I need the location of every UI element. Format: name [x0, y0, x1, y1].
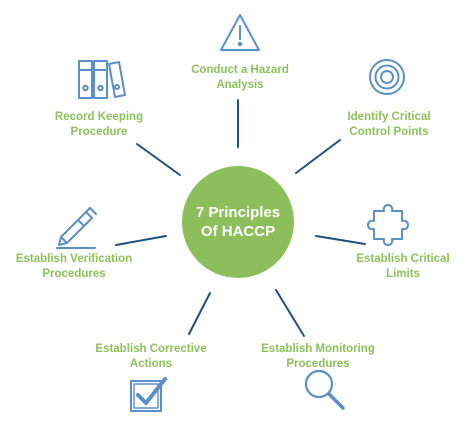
principle-label-ccp: Identify Critical Control Points	[347, 110, 430, 140]
principle-label-line: Conduct a Hazard	[191, 64, 289, 76]
principle-label-line: Limits	[386, 268, 420, 280]
connector-line-monitoring	[275, 289, 305, 337]
connector-line-record	[136, 143, 181, 176]
principle-label-line: Establish Corrective	[95, 343, 207, 355]
principle-label-monitoring: Establish Monitoring Procedures	[261, 342, 375, 372]
checkbox-icon	[130, 377, 167, 412]
center-circle: 7 Principles Of HACCP	[182, 166, 294, 278]
binders-icon	[78, 60, 126, 99]
principle-label-line: Procedure	[70, 126, 128, 138]
magnifier-icon	[304, 369, 345, 410]
principle-label-line: Record Keeping	[54, 111, 144, 123]
center-title-line1: 7 Principles	[195, 204, 281, 221]
principle-label-line: Establish Verification	[15, 253, 133, 265]
pen-icon	[56, 207, 97, 249]
connector-line-corrective	[188, 292, 211, 335]
principle-label-line: Establish Monitoring	[261, 343, 375, 355]
principle-label-hazard: Conduct a Hazard Analysis	[191, 63, 289, 93]
principle-label-limits: Establish Critical Limits	[356, 252, 449, 282]
center-title-line2: Of HACCP	[200, 223, 276, 240]
warning-icon	[220, 14, 260, 51]
principle-label-line: Procedures	[42, 268, 106, 280]
connector-line-verification	[115, 235, 167, 246]
connector-line-ccp	[295, 139, 341, 174]
puzzle-icon	[367, 204, 409, 246]
principle-label-line: Control Points	[349, 126, 429, 138]
principle-label-line: Identify Critical	[347, 111, 431, 123]
principle-label-line: Establish Critical	[356, 253, 450, 265]
principle-label-verification: Establish Verification Procedures	[16, 252, 132, 282]
connector-line-limits	[315, 235, 366, 245]
principle-label-line: Procedures	[286, 358, 350, 370]
principle-label-line: Actions	[129, 358, 173, 370]
connector-lines	[115, 99, 366, 337]
target-icon	[369, 59, 405, 95]
principle-label-record: Record Keeping Procedure	[55, 110, 143, 140]
principle-label-corrective: Establish Corrective Actions	[95, 342, 206, 372]
principle-label-line: Analysis	[216, 79, 264, 91]
